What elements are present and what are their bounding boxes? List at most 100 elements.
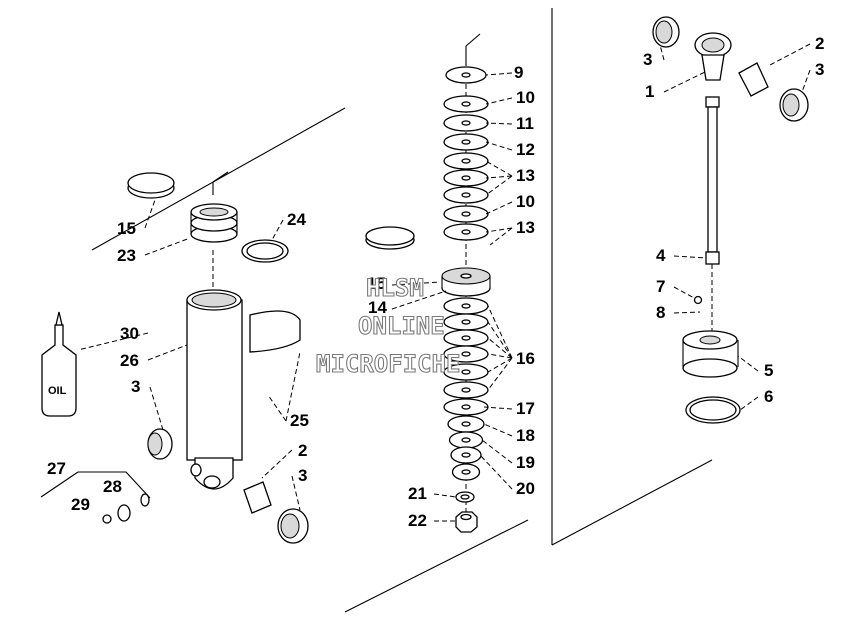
shim-hole [461, 469, 471, 475]
leader-line [483, 423, 513, 437]
callout-6: 6 [764, 387, 773, 406]
callout-22: 22 [408, 511, 427, 530]
callout-15: 15 [117, 219, 136, 238]
watermark-line-3: MICROFICHE [316, 350, 461, 378]
leader-line [485, 72, 513, 76]
leader-line [485, 122, 513, 125]
callout-24: 24 [287, 210, 306, 229]
leader-line [391, 290, 447, 310]
shim-hole [461, 139, 471, 145]
piston-23 [190, 203, 238, 243]
callout-30: 30 [120, 324, 139, 343]
leader-line [737, 355, 759, 372]
leader-line [485, 160, 513, 177]
callout-11: 11 [516, 114, 534, 133]
shim-hole [461, 72, 471, 78]
callout-labels: 9 10 11 12 13 10 13 15 14 16 17 18 19 20… [47, 34, 824, 530]
shim-hole [461, 421, 471, 427]
callout-2: 2 [298, 441, 307, 460]
shim-hole [461, 158, 471, 164]
shim-hole [461, 452, 471, 458]
callout-3: 3 [815, 60, 824, 79]
leader-line [391, 281, 441, 286]
shim-hole [461, 437, 471, 443]
leader-line [487, 357, 513, 391]
leader-line [485, 201, 513, 215]
leader-line [487, 353, 513, 359]
shock-body-26 [186, 289, 243, 490]
callout-7: 7 [656, 277, 665, 296]
shaft-4 [705, 96, 720, 265]
callout-29: 29 [71, 495, 90, 514]
leader-line [485, 141, 513, 151]
piston-part [441, 267, 491, 297]
leader-lines [77, 43, 811, 522]
shim-hole [461, 351, 471, 357]
leader-line [485, 175, 513, 196]
shim-hole [461, 387, 471, 393]
valve-stack [365, 33, 491, 533]
leader-line [487, 321, 513, 359]
callout-21: 21 [408, 484, 427, 503]
callout-10: 10 [516, 192, 535, 211]
callout-3: 3 [131, 377, 140, 396]
leader-line [673, 255, 707, 259]
leader-line [144, 237, 191, 256]
callout-10: 10 [516, 88, 535, 107]
shim-hole [461, 369, 471, 375]
valve-kit-27 [40, 471, 151, 524]
watermark-line-2: ONLINE [358, 312, 445, 340]
leader-line [489, 227, 513, 246]
leader-line [77, 332, 149, 351]
leader-line [144, 199, 156, 229]
leader-line [483, 406, 513, 410]
eyelet-1 [694, 32, 732, 81]
callout-9: 9 [514, 63, 523, 82]
callout-23: 23 [117, 246, 136, 265]
oil-label: OIL [48, 385, 67, 397]
leader-line [267, 394, 287, 422]
shim-hole [461, 192, 471, 198]
leader-line [147, 344, 188, 361]
callout-20: 20 [516, 479, 535, 498]
callout-8: 8 [656, 303, 665, 322]
callout-13: 13 [516, 218, 535, 237]
leader-line [291, 475, 301, 511]
leader-line [801, 69, 811, 93]
callout-14: 14 [368, 298, 387, 317]
callout-2: 2 [815, 34, 824, 53]
nut-22 [455, 511, 478, 533]
shim-hole [461, 120, 471, 126]
leader-line [479, 454, 513, 490]
leader-line [433, 493, 457, 498]
leader-line [481, 439, 513, 464]
shaft-assembly [652, 16, 809, 424]
shim-hole [461, 229, 471, 235]
callout-12: 12 [516, 140, 535, 159]
leader-line [487, 357, 513, 373]
callout-13: 13 [516, 166, 535, 185]
sleeve-25 [249, 310, 301, 353]
spacer-2-right [738, 62, 769, 97]
leader-line [149, 386, 164, 431]
shim-hole [461, 175, 471, 181]
cap-5 [682, 330, 739, 378]
callout-16: 16 [516, 349, 535, 368]
screw-7 [693, 295, 703, 305]
shim-hole [461, 101, 471, 107]
leader-line [673, 311, 701, 314]
callout-19: 19 [516, 453, 535, 472]
leader-line [739, 396, 759, 411]
shim-hole [461, 211, 471, 217]
shim-hole [461, 319, 471, 325]
leader-line [285, 351, 301, 422]
shim-hole [461, 335, 471, 341]
callout-25: 25 [290, 411, 309, 430]
leader-line [663, 71, 706, 93]
leader-line [261, 449, 293, 479]
leader-line [769, 43, 811, 66]
oil-bottle-30: OIL [41, 311, 77, 417]
callout-27: 27 [47, 459, 66, 478]
panel-lines [91, 8, 713, 613]
